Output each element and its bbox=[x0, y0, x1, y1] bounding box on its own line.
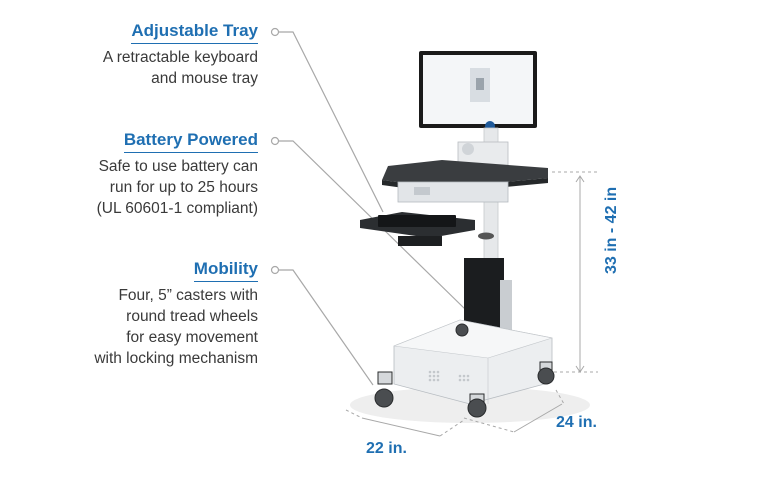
work-surface bbox=[382, 160, 548, 203]
feature-line: and mouse tray bbox=[151, 70, 258, 87]
feature-battery-powered: Battery Powered Safe to use battery can … bbox=[18, 129, 258, 219]
feature-description: A retractable keyboard and mouse tray bbox=[18, 47, 258, 89]
feature-line: for easy movement bbox=[126, 329, 258, 346]
feature-line: (UL 60601-1 compliant) bbox=[96, 200, 258, 217]
feature-line: Safe to use battery can bbox=[98, 158, 258, 175]
feature-title: Mobility bbox=[193, 258, 258, 282]
feature-line: A retractable keyboard bbox=[102, 49, 258, 66]
leader-line-mobility bbox=[279, 269, 374, 386]
dimension-lines bbox=[345, 171, 598, 437]
keyboard-tray bbox=[360, 212, 494, 246]
leader-lines bbox=[270, 27, 467, 386]
leader-dot-battery bbox=[270, 136, 280, 146]
dimension-height-label: 33 in - 42 in bbox=[603, 186, 620, 274]
feature-title: Battery Powered bbox=[123, 129, 258, 153]
leader-dot-tray bbox=[270, 27, 280, 37]
feature-line: Four, 5” casters with bbox=[118, 287, 258, 304]
feature-line: with locking mechanism bbox=[94, 350, 258, 367]
feature-line: round tread wheels bbox=[126, 308, 258, 325]
feature-description: Four, 5” casters with round tread wheels… bbox=[18, 285, 258, 369]
leader-line-tray bbox=[279, 31, 384, 213]
feature-description: Safe to use battery can run for up to 25… bbox=[18, 156, 258, 219]
leader-dot-mobility bbox=[270, 265, 280, 275]
dimension-width-label: 22 in. bbox=[366, 440, 407, 457]
monitor bbox=[419, 51, 537, 131]
casters bbox=[374, 323, 555, 418]
dimension-depth-label: 24 in. bbox=[556, 414, 597, 431]
feature-title: Adjustable Tray bbox=[131, 20, 258, 44]
feature-line: run for up to 25 hours bbox=[109, 179, 258, 196]
cart-base bbox=[393, 319, 553, 405]
leader-line-battery bbox=[279, 140, 467, 311]
feature-mobility: Mobility Four, 5” casters with round tre… bbox=[18, 258, 258, 369]
feature-adjustable-tray: Adjustable Tray A retractable keyboard a… bbox=[18, 20, 258, 89]
computer-unit bbox=[464, 258, 504, 334]
